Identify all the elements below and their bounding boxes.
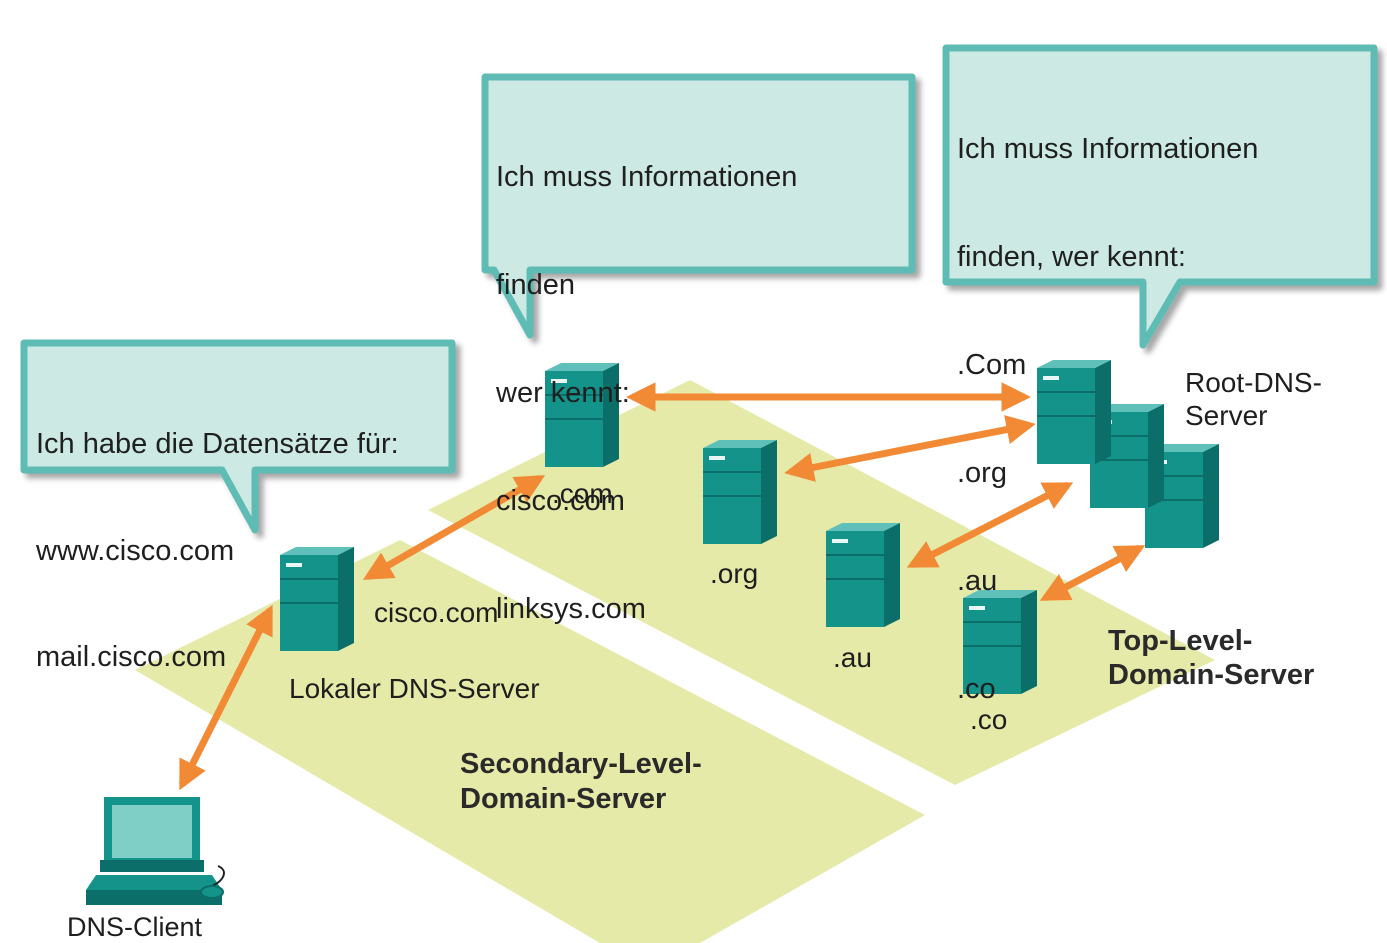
server-tower-icon (826, 523, 900, 627)
arrow-org-root (784, 415, 1036, 482)
desktop-computer-icon (86, 797, 225, 905)
servers-layer (280, 360, 1219, 694)
bubble-line: finden (496, 269, 576, 301)
bubble-line: www.cisco.com (36, 534, 235, 567)
arrows (178, 382, 1146, 791)
arrow-au-root (906, 481, 1074, 569)
label-line: Top-Level- (1108, 625, 1253, 657)
top-level-domain-label: Top-Level- Domain-Server (1108, 624, 1314, 692)
label-line: Secondary-Level- (460, 748, 702, 780)
bubble-line: Ich muss Informationen (496, 161, 798, 193)
secondary-level-domain-label: Secondary-Level- Domain-Server (460, 747, 702, 817)
bubble-line: cisco.com (496, 485, 625, 517)
co-server-label: .co (970, 704, 1008, 735)
label-line: Domain-Server (460, 783, 667, 815)
au-server-label: .au (833, 642, 872, 673)
arrow-local-com (362, 474, 546, 581)
bubble-line: linksys.com (496, 593, 646, 625)
bubble-local-text: Ich habe die Datensätze für: www.cisco.c… (36, 356, 399, 747)
bubble-com-text: Ich muss Informationen finden wer kennt:… (496, 87, 797, 699)
label-line: Domain-Server (1108, 659, 1315, 691)
org-server-label: .org (710, 558, 759, 589)
bubble-line: .Com (957, 349, 1027, 381)
bubble-root-text: Ich muss Informationen finden, wer kennt… (957, 59, 1258, 779)
bubble-line: .org (957, 457, 1007, 489)
bubble-line: wer kennt: (496, 377, 630, 409)
bubble-line: Ich muss Informationen (957, 133, 1259, 165)
com-server-label: .com (552, 478, 613, 509)
bubble-line: .au (957, 565, 998, 597)
server-tower-icon (963, 590, 1037, 694)
local-dns-server-label: Lokaler DNS-Server (289, 673, 540, 704)
server-tower-icon (280, 547, 354, 651)
bubble-local (20, 339, 456, 534)
bubble-root (942, 44, 1378, 349)
arrow-co-root (1039, 544, 1146, 602)
label-line: Root-DNS- (1185, 367, 1322, 398)
bubble-line: finden, wer kennt: (957, 241, 1186, 273)
arrow-client-local (178, 604, 274, 791)
bubble-line: Ich habe die Datensätze für: (36, 428, 399, 460)
server-tower-icon (545, 363, 619, 467)
bubble-line: mail.cisco.com (36, 641, 227, 673)
dns-client-label: DNS-Client (67, 912, 203, 942)
server-tower-icon (703, 440, 777, 544)
bubble-com (481, 73, 916, 339)
server-tower-icon (1037, 360, 1111, 464)
bubble-line: .co (957, 673, 996, 705)
label-line: Server (1185, 400, 1268, 431)
root-server-label: Root-DNS- Server (1185, 366, 1322, 432)
cisco-server-label: cisco.com (374, 597, 499, 628)
